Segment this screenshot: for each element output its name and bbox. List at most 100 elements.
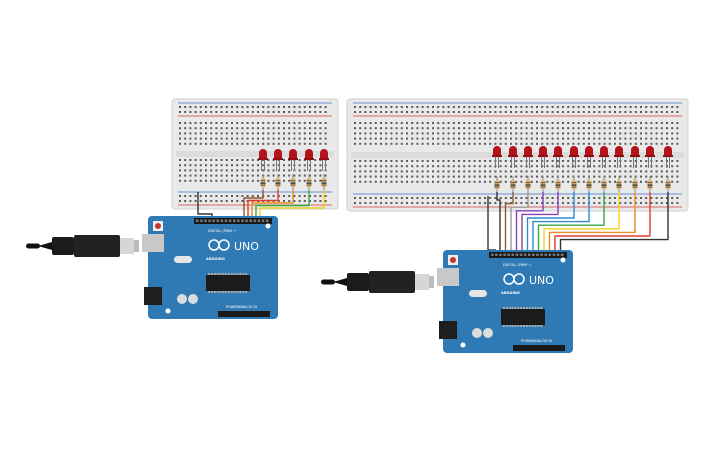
hole [640,127,642,130]
hole [541,132,544,135]
hole [577,175,580,178]
reset-button[interactable] [155,223,161,229]
hole [189,132,192,135]
hole [231,132,233,135]
hole [525,106,528,108]
resistor-band [321,182,327,184]
hole [359,132,362,135]
hole [416,165,419,168]
hole [432,165,434,168]
hole [380,165,382,168]
resistor-band [601,186,607,188]
hole [624,106,627,108]
hole [515,165,518,168]
hole [432,160,434,162]
led-rim [584,155,594,157]
hole [645,111,648,113]
hole [293,195,296,197]
hole [210,174,213,177]
hole [504,106,507,108]
hole [359,122,362,124]
hole [390,160,393,162]
wire [504,192,514,252]
hole [634,137,637,140]
hole [447,122,450,124]
hole [593,142,596,145]
hole [452,122,455,124]
hole [179,159,181,161]
hole [442,175,445,178]
hole [369,197,372,199]
hole [629,106,632,108]
hole [484,137,486,140]
hole [598,142,601,145]
hole [437,132,440,135]
hole [463,175,466,178]
hole [614,175,616,178]
hole [241,169,244,172]
breadboard-small[interactable] [171,98,339,210]
hole [629,127,632,130]
hole [189,164,192,167]
hole [463,202,466,204]
resistor-band [616,186,622,188]
hole [293,106,296,108]
hole [577,106,580,108]
power-jack [144,287,162,305]
reset-button[interactable] [450,257,456,263]
hole [257,132,259,135]
hole [614,202,616,204]
hole [468,202,471,204]
hole [463,160,466,162]
usb-cable-left[interactable] [26,235,139,257]
hole [536,142,538,145]
usb-cable-right[interactable] [321,271,434,293]
hole [257,122,259,124]
hole [303,132,306,135]
hole [359,127,362,130]
hole [655,180,658,183]
hole [567,127,570,130]
hole [184,179,187,182]
hole [660,197,663,199]
hole [241,164,244,167]
hole [257,142,259,145]
hole [530,175,533,178]
hole [309,127,311,130]
hole [277,122,280,124]
hole [593,106,596,108]
hole [567,111,570,113]
wire [515,192,544,252]
resistor-band [586,182,592,184]
hole [645,197,648,199]
hole [194,159,197,161]
chip-pin [514,325,517,327]
led [258,149,268,171]
hole [205,174,207,177]
hole [369,165,372,168]
hole [189,106,192,108]
hole [364,170,367,173]
hole [577,165,580,168]
hole [257,174,259,177]
hole [437,160,440,162]
hole [645,165,648,168]
hole [354,127,356,130]
header-pin [495,253,498,256]
resistor-band [616,182,622,184]
hole [629,137,632,140]
hole [593,175,596,178]
chip-pin [239,291,242,293]
capacitor [472,328,482,338]
hole [458,180,460,183]
atmega-chip [501,309,545,325]
hole [319,132,322,135]
hole [655,122,658,124]
hole [395,111,398,113]
hole [504,175,507,178]
hole [650,111,653,113]
hole [634,170,637,173]
hole [298,132,301,135]
